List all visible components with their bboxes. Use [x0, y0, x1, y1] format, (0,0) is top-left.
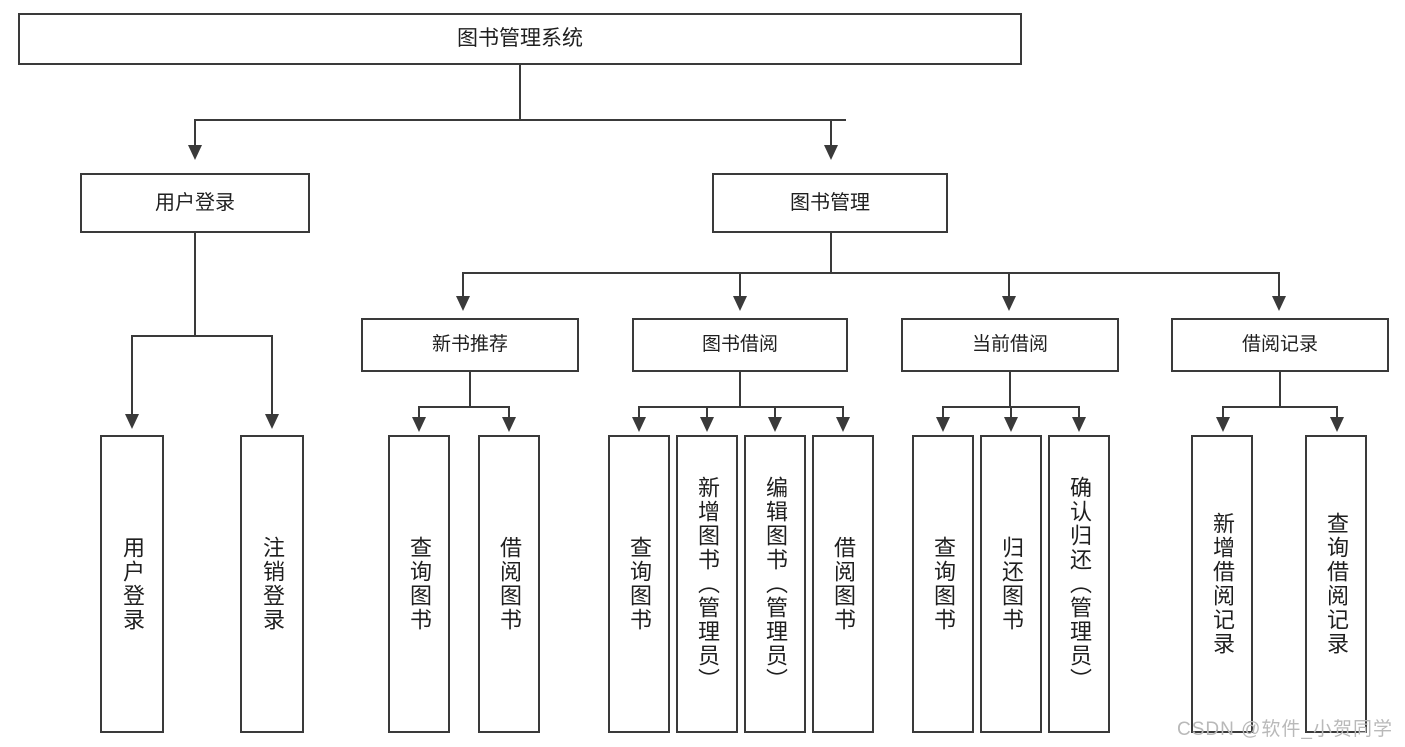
arrow-to-leaf-query-book-1: [412, 417, 426, 432]
leaf-add-book-admin[interactable]: 新增图书（管理员）: [676, 435, 738, 733]
arrow-to-leaf-add-record: [1216, 417, 1230, 432]
connector-level2-drop-2: [830, 119, 832, 149]
connector-borrow-record-stem: [1279, 372, 1281, 406]
connector-book-borrow-bus: [638, 406, 844, 408]
arrow-to-current-borrow: [1002, 296, 1016, 311]
leaf-borrow-book-2[interactable]: 借阅图书: [812, 435, 874, 733]
connector-level3-drop-4: [1278, 272, 1280, 299]
node-label: 查询借阅记录: [1324, 512, 1349, 656]
connector-root-stem: [519, 65, 521, 119]
node-label: 借阅图书: [831, 536, 856, 632]
node-user-login[interactable]: 用户登录: [80, 173, 310, 233]
connector-borrow-record-drop-2: [1336, 406, 1338, 420]
arrow-to-leaf-logout: [265, 414, 279, 429]
leaf-edit-book-admin[interactable]: 编辑图书（管理员）: [744, 435, 806, 733]
leaf-user-login[interactable]: 用户登录: [100, 435, 164, 733]
connector-current-borrow-drop-2: [1010, 406, 1012, 420]
arrow-to-book-borrow: [733, 296, 747, 311]
connector-book-borrow-drop-1: [638, 406, 640, 420]
csdn-watermark: CSDN @软件_小贺同学: [1177, 719, 1393, 740]
connector-level2-bus: [194, 119, 846, 121]
arrow-to-user-login: [188, 145, 202, 160]
node-label: 借阅记录: [1241, 334, 1318, 356]
connector-level3-drop-2: [739, 272, 741, 299]
leaf-query-borrow-record[interactable]: 查询借阅记录: [1305, 435, 1367, 733]
connector-level3-drop-1: [462, 272, 464, 299]
connector-user-login-drop-2: [271, 335, 273, 417]
connector-book-borrow-drop-3: [774, 406, 776, 420]
node-root-system[interactable]: 图书管理系统: [18, 13, 1022, 65]
connector-borrow-record-bus: [1222, 406, 1338, 408]
node-label: 确认归还（管理员）: [1067, 476, 1092, 692]
arrow-to-book-manage: [824, 145, 838, 160]
node-label: 借阅图书: [497, 536, 522, 632]
connector-current-borrow-stem: [1009, 372, 1011, 406]
connector-new-book-bus: [418, 406, 510, 408]
node-label: 查询图书: [407, 536, 432, 632]
arrow-to-leaf-borrow-book-2: [836, 417, 850, 432]
node-label: 新书推荐: [431, 334, 508, 356]
node-label: 新增图书（管理员）: [695, 476, 720, 692]
arrow-to-leaf-query-book-3: [936, 417, 950, 432]
node-label: 查询图书: [627, 536, 652, 632]
connector-level3-bus: [462, 272, 1280, 274]
node-label: 归还图书: [999, 536, 1024, 632]
node-label: 注销登录: [260, 536, 285, 632]
leaf-borrow-book-1[interactable]: 借阅图书: [478, 435, 540, 733]
leaf-add-borrow-record[interactable]: 新增借阅记录: [1191, 435, 1253, 733]
leaf-query-book-2[interactable]: 查询图书: [608, 435, 670, 733]
node-label: 用户登录: [155, 191, 235, 214]
connector-book-borrow-drop-2: [706, 406, 708, 420]
leaf-logout[interactable]: 注销登录: [240, 435, 304, 733]
node-label: 新增借阅记录: [1210, 512, 1235, 656]
connector-book-borrow-drop-4: [842, 406, 844, 420]
connector-level2-drop-1: [194, 119, 196, 149]
arrow-to-leaf-borrow-book-1: [502, 417, 516, 432]
connector-new-book-stem: [469, 372, 471, 406]
node-label: 图书管理系统: [457, 26, 583, 50]
connector-level3-drop-3: [1008, 272, 1010, 299]
connector-book-borrow-stem: [739, 372, 741, 406]
arrow-to-leaf-query-record: [1330, 417, 1344, 432]
leaf-return-book[interactable]: 归还图书: [980, 435, 1042, 733]
node-label: 图书借阅: [701, 334, 778, 356]
leaf-query-book-1[interactable]: 查询图书: [388, 435, 450, 733]
node-label: 图书管理: [790, 191, 870, 214]
node-new-book[interactable]: 新书推荐: [361, 318, 579, 372]
connector-new-book-drop-2: [508, 406, 510, 420]
connector-user-login-stem: [194, 233, 196, 335]
leaf-query-book-3[interactable]: 查询图书: [912, 435, 974, 733]
connector-new-book-drop-1: [418, 406, 420, 420]
arrow-to-leaf-return-book: [1004, 417, 1018, 432]
node-book-manage[interactable]: 图书管理: [712, 173, 948, 233]
connector-user-login-bus: [131, 335, 271, 337]
arrow-to-leaf-user-login: [125, 414, 139, 429]
connector-user-login-drop-1: [131, 335, 133, 417]
node-label: 编辑图书（管理员）: [763, 476, 788, 692]
connector-current-borrow-drop-1: [942, 406, 944, 420]
node-label: 查询图书: [931, 536, 956, 632]
arrow-to-new-book: [456, 296, 470, 311]
arrow-to-leaf-confirm-return: [1072, 417, 1086, 432]
node-label: 用户登录: [120, 536, 145, 632]
connector-book-manage-stem: [830, 233, 832, 272]
arrow-to-leaf-query-book-2: [632, 417, 646, 432]
node-book-borrow[interactable]: 图书借阅: [632, 318, 848, 372]
arrow-to-borrow-record: [1272, 296, 1286, 311]
arrow-to-leaf-add-book: [700, 417, 714, 432]
node-borrow-record[interactable]: 借阅记录: [1171, 318, 1389, 372]
node-current-borrow[interactable]: 当前借阅: [901, 318, 1119, 372]
leaf-confirm-return-admin[interactable]: 确认归还（管理员）: [1048, 435, 1110, 733]
node-label: 当前借阅: [971, 334, 1048, 356]
arrow-to-leaf-edit-book: [768, 417, 782, 432]
connector-current-borrow-drop-3: [1078, 406, 1080, 420]
connector-borrow-record-drop-1: [1222, 406, 1224, 420]
